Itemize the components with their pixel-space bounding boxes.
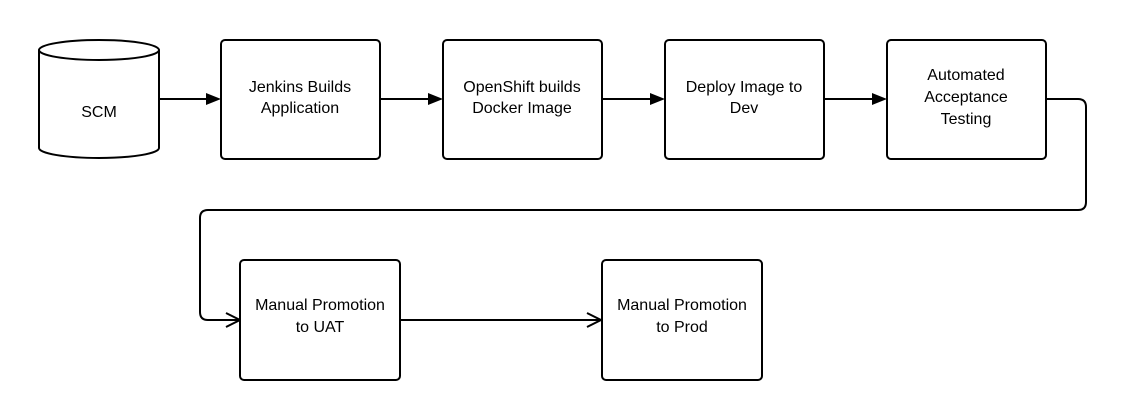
connectors [160, 93, 1087, 328]
database-cylinder-icon [38, 39, 160, 159]
node-openshift: OpenShift builds Docker Image [442, 39, 603, 160]
node-label: to UAT [296, 319, 345, 336]
node-label: SCM [81, 104, 117, 121]
node-scm: SCM [38, 39, 160, 159]
arrowhead-filled [428, 93, 443, 105]
node-label: to Prod [656, 319, 708, 336]
node-label: Dev [730, 100, 758, 117]
process-box [220, 39, 381, 160]
node-label: Testing [941, 111, 992, 128]
process-box [664, 39, 825, 160]
node-label: Acceptance [924, 89, 1008, 106]
process-box [886, 39, 1047, 160]
process-box [442, 39, 603, 160]
process-box [239, 259, 401, 381]
node-label: Manual Promotion [617, 297, 747, 314]
arrowhead-filled [650, 93, 665, 105]
cylinder-top-rim [38, 49, 160, 61]
node-prod: Manual Promotion to Prod [601, 259, 763, 381]
node-label: OpenShift builds [463, 79, 580, 96]
node-label: Application [261, 100, 339, 117]
node-acceptance: Automated Acceptance Testing [886, 39, 1047, 160]
node-label: Automated [927, 67, 1004, 84]
process-box [601, 259, 763, 381]
edge-acceptance-to-uat [199, 98, 1087, 321]
node-jenkins: Jenkins Builds Application [220, 39, 381, 160]
node-label: Docker Image [472, 100, 572, 117]
node-uat: Manual Promotion to UAT [239, 259, 401, 381]
arrowhead-filled [206, 93, 221, 105]
node-label: Manual Promotion [255, 297, 385, 314]
node-deploy-dev: Deploy Image to Dev [664, 39, 825, 160]
arrowhead-filled [872, 93, 887, 105]
node-label: Jenkins Builds [249, 79, 351, 96]
node-label: Deploy Image to [686, 79, 803, 96]
